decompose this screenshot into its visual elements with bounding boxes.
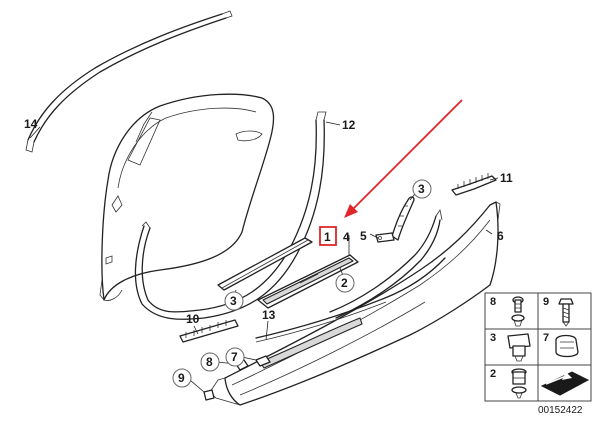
callout-3b: 3 bbox=[230, 294, 237, 308]
part-13-strip bbox=[255, 257, 446, 343]
foam-pad-icon bbox=[540, 371, 590, 396]
callout-3b-bubble bbox=[224, 291, 244, 311]
callout-7: 7 bbox=[231, 350, 238, 364]
callout-3a-bubble bbox=[412, 179, 432, 199]
highlight-box bbox=[319, 226, 337, 246]
callout-4: 4 bbox=[343, 230, 350, 244]
callout-12: 12 bbox=[342, 118, 356, 132]
part-12-door-seal bbox=[134, 111, 327, 320]
callout-9: 9 bbox=[178, 371, 185, 385]
reference-number: 00152422 bbox=[538, 405, 583, 416]
callout-6: 6 bbox=[497, 229, 504, 243]
part-1-trim-strip bbox=[217, 237, 313, 291]
part-14-window-seal bbox=[25, 10, 233, 153]
legend-label-9: 9 bbox=[543, 296, 549, 308]
red-arrow bbox=[344, 99, 463, 218]
callout-2-bubble bbox=[335, 273, 355, 293]
part-2-sill-plate bbox=[257, 254, 359, 309]
callout-labels: 14 12 11 3 4 5 6 2 3 10 13 8 7 9 bbox=[24, 117, 513, 388]
callout-11: 11 bbox=[500, 171, 513, 185]
fastener-8-icon bbox=[511, 296, 525, 327]
callout-13: 13 bbox=[262, 308, 276, 322]
fastener-9-icon bbox=[558, 298, 574, 327]
part-11-clip-strip bbox=[451, 173, 497, 196]
fastener-legend: 8 9 3 7 2 bbox=[484, 292, 592, 402]
callout-10: 10 bbox=[186, 312, 200, 326]
callout-14: 14 bbox=[24, 117, 38, 131]
callout-2: 2 bbox=[341, 276, 348, 290]
callout-3a: 3 bbox=[418, 182, 425, 196]
legend-label-3: 3 bbox=[490, 332, 496, 344]
legend-label-7: 7 bbox=[543, 332, 549, 344]
callout-8-bubble bbox=[200, 352, 220, 372]
part-5-clip bbox=[375, 232, 395, 243]
part-10-clip-rail bbox=[179, 319, 239, 343]
part-7-fastener bbox=[255, 355, 271, 367]
part-9-fastener bbox=[203, 389, 215, 401]
fastener-2-icon bbox=[511, 368, 527, 399]
part-4-sill-strip bbox=[329, 208, 443, 319]
callout-8: 8 bbox=[206, 355, 213, 369]
fastener-3-icon bbox=[507, 333, 531, 362]
part-3-upper-bracket bbox=[391, 196, 415, 241]
legend-label-2: 2 bbox=[490, 368, 496, 380]
callout-1: 1 bbox=[324, 230, 331, 244]
callout-7-bubble bbox=[225, 347, 245, 367]
part-6-side-skirt bbox=[209, 201, 501, 406]
callout-9-bubble bbox=[172, 368, 192, 388]
fastener-7-icon bbox=[555, 334, 579, 358]
callout-5: 5 bbox=[360, 229, 367, 243]
legend-label-8: 8 bbox=[490, 296, 496, 308]
